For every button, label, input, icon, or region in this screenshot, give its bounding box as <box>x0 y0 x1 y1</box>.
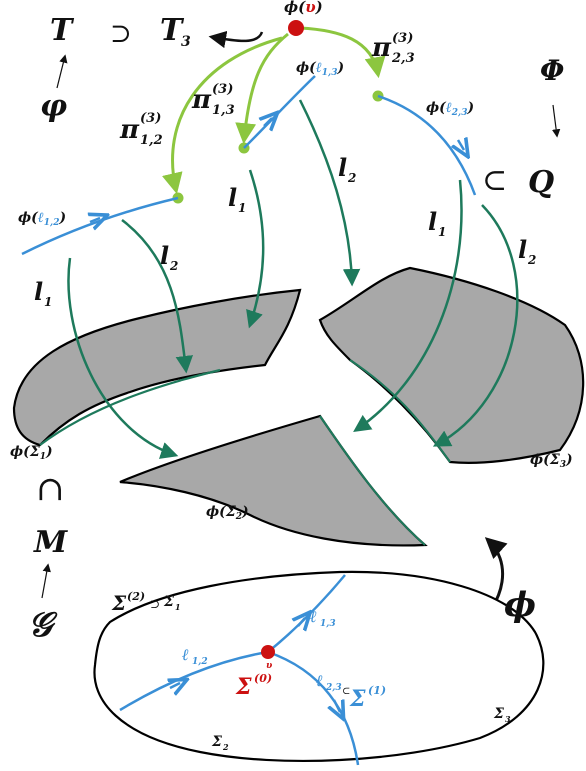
surface-sigma1 <box>12 288 302 447</box>
label-sigma2-supset-sigma1: Σ (2) ⊃ Σ 1 <box>111 590 181 615</box>
arrow-l1-left <box>67 257 179 459</box>
svg-text:1: 1 <box>438 225 446 239</box>
arrow-G <box>41 563 51 599</box>
label-sigma3: Σ 3 <box>493 706 511 724</box>
arrow-l2-right <box>432 204 519 447</box>
label-phi-l23: ϕ(ℓ2,3) <box>426 100 474 118</box>
label-Phi: Φ <box>540 54 564 87</box>
svg-text:(3): (3) <box>212 82 233 97</box>
curve-phi-l13 <box>243 75 316 149</box>
label-l2-left: l 2 <box>160 241 178 273</box>
svg-text:⊂: ⊂ <box>342 686 350 697</box>
svg-text:Σ: Σ <box>111 591 127 615</box>
arrow-l1-right <box>353 179 463 432</box>
arrow-l2-left <box>121 219 194 374</box>
vertex-sigma0 <box>261 645 275 659</box>
label-pi23: π (3) 2,3 <box>371 31 415 66</box>
svg-text:π: π <box>119 115 140 145</box>
vertex-phi-v <box>288 20 304 36</box>
label-ell13: ℓ 1,3 <box>309 607 336 629</box>
label-l2-mid: l 2 <box>338 153 356 185</box>
svg-text:υ: υ <box>266 661 273 671</box>
svg-text:2: 2 <box>527 253 536 267</box>
svg-text:l: l <box>160 241 169 270</box>
label-M: M <box>33 525 68 560</box>
svg-text:2,3: 2,3 <box>325 683 342 693</box>
svg-text:Σ: Σ <box>163 594 174 610</box>
curve-phi-l23 <box>377 94 477 196</box>
svg-text:π: π <box>191 85 212 115</box>
label-phi-l12: ϕ(ℓ1,2) <box>18 210 66 228</box>
svg-text:ℓ: ℓ <box>315 671 323 690</box>
domain-blob <box>93 570 545 762</box>
label-sigma2-bottom: Σ 2 <box>211 734 229 752</box>
svg-text:1,2: 1,2 <box>192 657 208 667</box>
arrow-pi23 <box>299 26 386 79</box>
svg-text:2: 2 <box>347 171 356 185</box>
arrow-l2-mid <box>298 99 361 287</box>
label-pi12: π (3) 1,2 <box>119 111 163 148</box>
svg-text:l: l <box>228 183 237 212</box>
svg-text:Σ: Σ <box>349 686 366 712</box>
svg-text:ℓ: ℓ <box>181 645 189 664</box>
cap-symbol: ∩ <box>36 469 65 509</box>
svg-text:(3): (3) <box>140 111 161 126</box>
label-phi-l13: ϕ(ℓ1,3) <box>296 60 344 78</box>
label-phi-sigma1: ϕ(Σ1) <box>10 444 53 462</box>
svg-text:1,3: 1,3 <box>320 619 336 629</box>
subset-symbol: ⊂ <box>482 163 507 198</box>
svg-text:Σ: Σ <box>493 706 504 722</box>
surface-sigma2 <box>119 414 428 547</box>
label-ell23: ℓ 2,3 <box>315 671 342 693</box>
hook-arrow <box>208 30 264 49</box>
label-G: 𝒢 <box>28 605 58 645</box>
svg-text:l: l <box>338 153 347 182</box>
svg-text:⊃: ⊃ <box>150 597 160 611</box>
label-sigma1-cell: ⊂ Σ (1) <box>342 684 386 712</box>
svg-text:π: π <box>371 33 392 63</box>
supset-symbol: ⊃ <box>110 19 132 49</box>
label-phi-map: ϕ <box>504 585 536 625</box>
label-phi-v: ϕ(υ) <box>284 0 323 16</box>
svg-text:1,3: 1,3 <box>212 103 235 118</box>
label-l2-right: l 2 <box>518 235 536 267</box>
label-varphi: φ <box>40 89 67 124</box>
svg-text:l: l <box>518 235 527 264</box>
arrow-varphi <box>56 54 68 89</box>
svg-text:1: 1 <box>44 295 52 309</box>
svg-text:Σ: Σ <box>235 674 252 700</box>
svg-text:1: 1 <box>238 201 246 215</box>
label-ell12: ℓ 1,2 <box>181 645 208 667</box>
svg-text:ℓ: ℓ <box>309 607 317 626</box>
arrow-Phi <box>551 104 561 138</box>
label-pi13: π (3) 1,3 <box>191 82 235 118</box>
arrow-pi12 <box>162 36 283 195</box>
svg-text:2: 2 <box>169 259 178 273</box>
svg-text:(0): (0) <box>254 672 272 685</box>
svg-text:2: 2 <box>222 742 229 752</box>
svg-text:(2): (2) <box>127 590 145 603</box>
arrow-pi13 <box>235 32 289 145</box>
svg-text:Σ: Σ <box>211 734 222 750</box>
label-Q: Q <box>528 165 554 200</box>
svg-text:(3): (3) <box>392 31 413 46</box>
svg-text:3: 3 <box>181 34 191 50</box>
svg-text:1,2: 1,2 <box>140 133 163 148</box>
svg-text:l: l <box>34 277 43 306</box>
label-phi-sigma3: ϕ(Σ3) <box>530 452 573 470</box>
svg-text:l: l <box>428 207 437 236</box>
svg-text:1: 1 <box>175 602 181 612</box>
label-sigma0: υ Σ (0) <box>235 661 273 700</box>
label-l1-left: l 1 <box>34 277 52 309</box>
label-T3: T <box>160 13 185 48</box>
label-phi-sigma2: ϕ(Σ2) <box>206 504 249 522</box>
svg-text:3: 3 <box>505 714 511 724</box>
label-l1-right: l 1 <box>428 207 446 239</box>
label-l1-mid: l 1 <box>228 183 246 215</box>
arrow-l1-mid <box>246 169 265 329</box>
svg-text:(1): (1) <box>368 684 386 697</box>
label-T: T <box>50 13 75 48</box>
svg-text:2,3: 2,3 <box>391 51 415 66</box>
